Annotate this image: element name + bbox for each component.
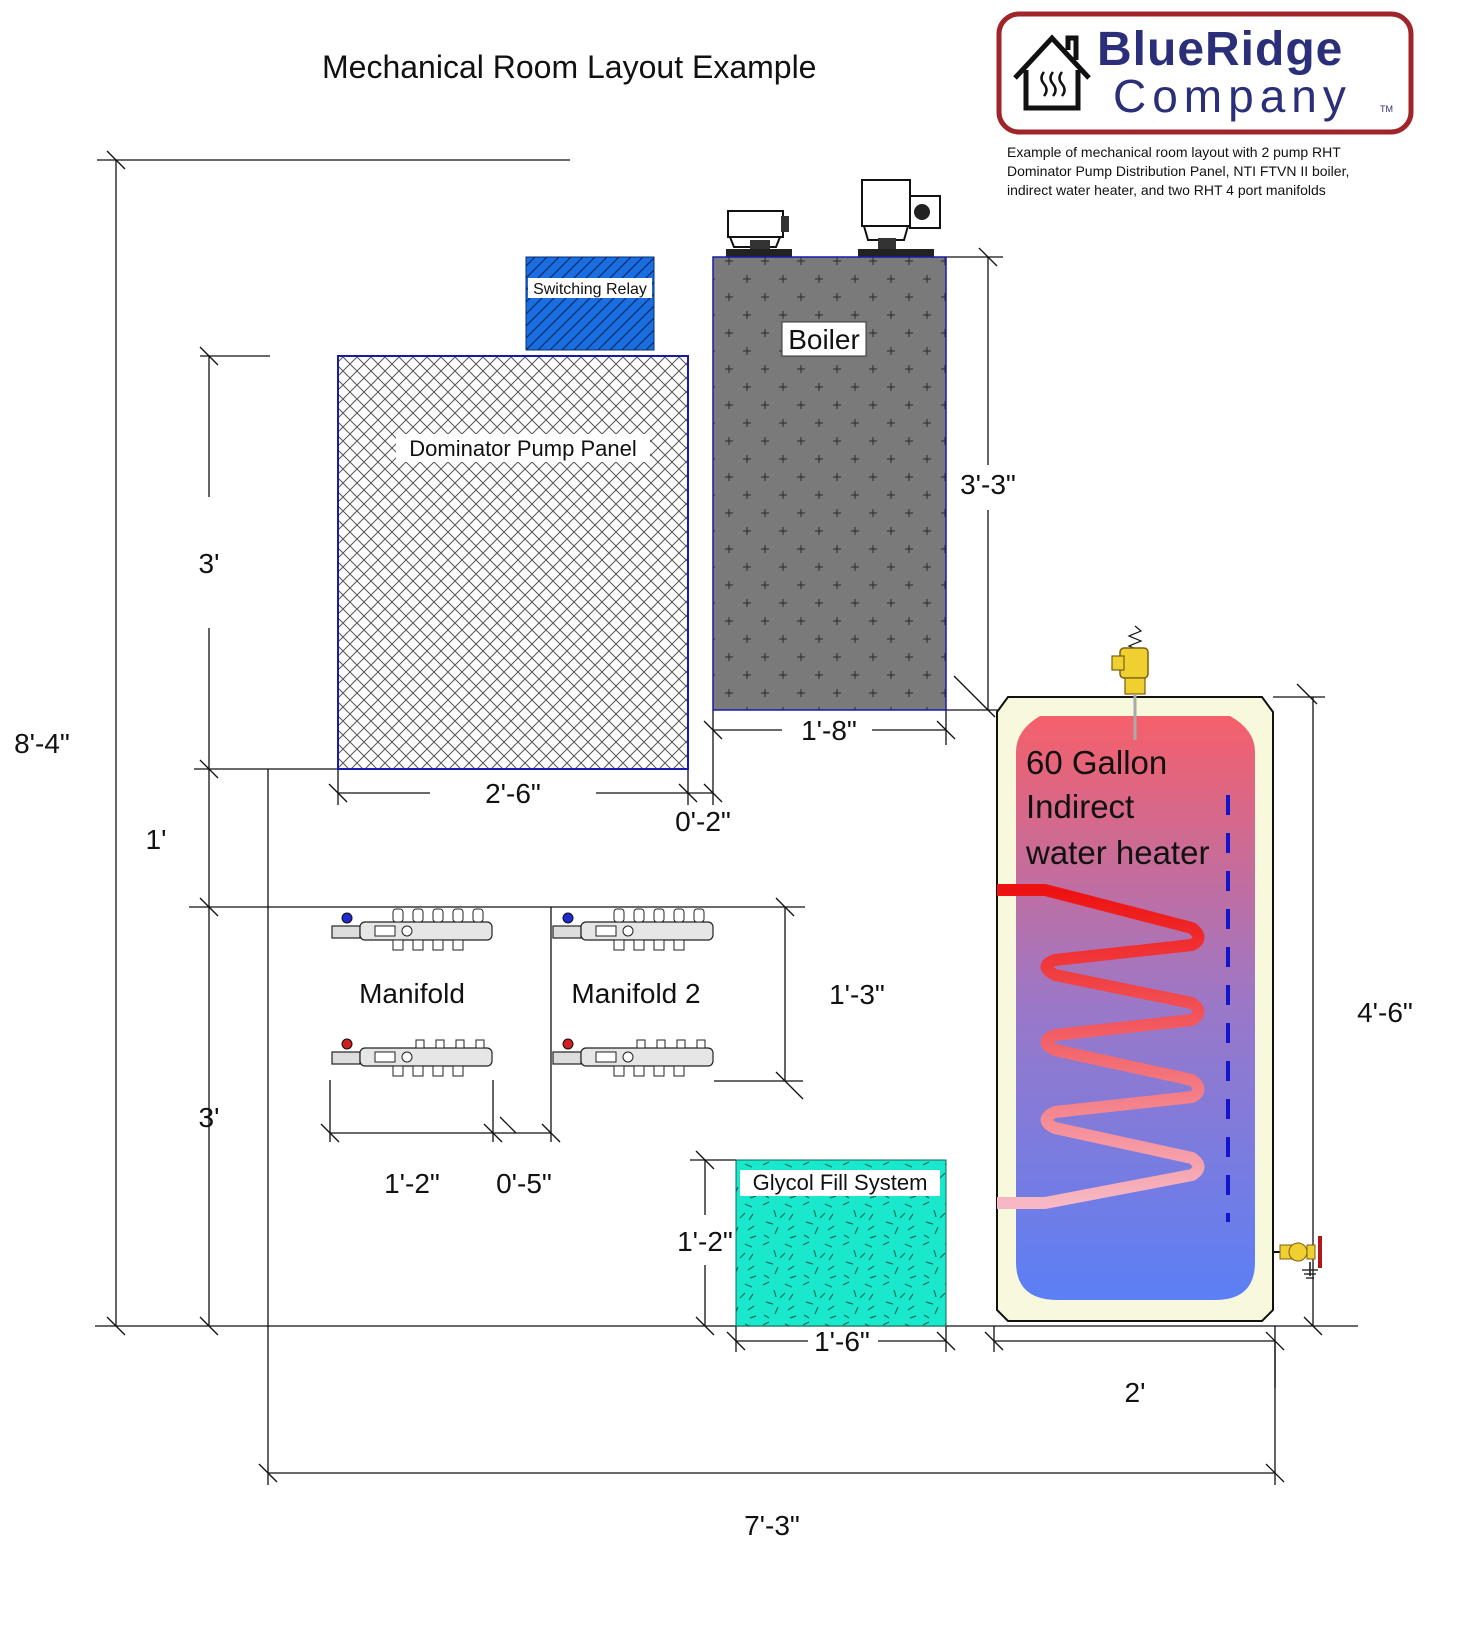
caption-line-3: indirect water heater, and two RHT 4 por… xyxy=(1007,182,1326,198)
dim-total-height: 8'-4" xyxy=(14,728,70,759)
heat-exchanger-coil xyxy=(997,884,1205,1209)
dim-panel-width: 2'-6" xyxy=(485,778,541,809)
glycol-label: Glycol Fill System xyxy=(753,1170,928,1195)
dim-boiler-height: 3'-3" xyxy=(960,469,1016,500)
dim-panel-gap: 0'-2" xyxy=(675,806,731,837)
dimension-lines xyxy=(95,150,1358,1485)
dim-total-width: 7'-3" xyxy=(744,1510,800,1541)
dimension-labels: 8'-4" 3' 1' 3' 2'-6" 0'-2" 1'-8" 3'-3" 1… xyxy=(14,469,1413,1541)
manifold-1-label: Manifold xyxy=(359,978,465,1009)
circulator-pump-1 xyxy=(726,210,792,257)
circulator-pump-2 xyxy=(858,179,941,257)
manifold-1-supply xyxy=(331,908,493,951)
heater-label-line-1: 60 Gallon xyxy=(1026,744,1167,781)
manifold-1: Manifold xyxy=(331,908,493,1077)
relief-valve-icon xyxy=(1111,625,1149,740)
dim-manifold-gap: 0'-5" xyxy=(496,1168,552,1199)
dim-heater-height: 4'-6" xyxy=(1357,997,1413,1028)
caption: Example of mechanical room layout with 2… xyxy=(1007,144,1349,198)
dim-manifold-depth: 1'-3" xyxy=(829,979,885,1010)
switching-relay-label: Switching Relay xyxy=(533,281,647,298)
caption-line-1: Example of mechanical room layout with 2… xyxy=(1007,144,1341,160)
heater-label-line-3: water heater xyxy=(1025,834,1209,871)
dominator-pump-panel: Dominator Pump Panel xyxy=(337,355,689,770)
switching-relay: Switching Relay xyxy=(525,256,655,351)
dim-manifold-width: 1'-2" xyxy=(384,1168,440,1199)
pump-panel-label: Dominator Pump Panel xyxy=(409,436,636,461)
manifold-2-label: Manifold 2 xyxy=(571,978,700,1009)
dim-lower-height: 3' xyxy=(199,1102,220,1133)
dim-gap-height: 1' xyxy=(146,824,167,855)
caption-line-2: Dominator Pump Distribution Panel, NTI F… xyxy=(1007,163,1349,179)
indirect-water-heater: 60 Gallon Indirect water heater xyxy=(996,625,1322,1322)
manifold-2: Manifold 2 xyxy=(552,908,714,1077)
manifold-1-return xyxy=(331,1038,493,1077)
manifold-2-supply xyxy=(552,908,714,951)
manifold-2-return xyxy=(552,1038,714,1077)
boiler: Boiler xyxy=(712,256,947,711)
dim-upper-height: 3' xyxy=(199,548,220,579)
logo-line2: Company xyxy=(1113,70,1352,122)
house-icon xyxy=(1013,34,1091,111)
company-logo: BlueRidge Company TM xyxy=(996,11,1414,135)
dim-glycol-height: 1'-2" xyxy=(677,1226,733,1257)
logo-line1: BlueRidge xyxy=(1097,23,1343,76)
dim-boiler-width: 1'-8" xyxy=(801,715,857,746)
boiler-label: Boiler xyxy=(788,324,860,355)
drain-valve-icon xyxy=(1273,1236,1322,1279)
dim-heater-width: 2' xyxy=(1125,1377,1146,1408)
heater-label-line-2: Indirect xyxy=(1026,788,1134,825)
logo-tm: TM xyxy=(1380,104,1393,114)
diagram-title: Mechanical Room Layout Example xyxy=(322,49,816,85)
dim-glycol-width: 1'-6" xyxy=(814,1326,870,1357)
glycol-fill-system: Glycol Fill System xyxy=(735,1159,947,1327)
